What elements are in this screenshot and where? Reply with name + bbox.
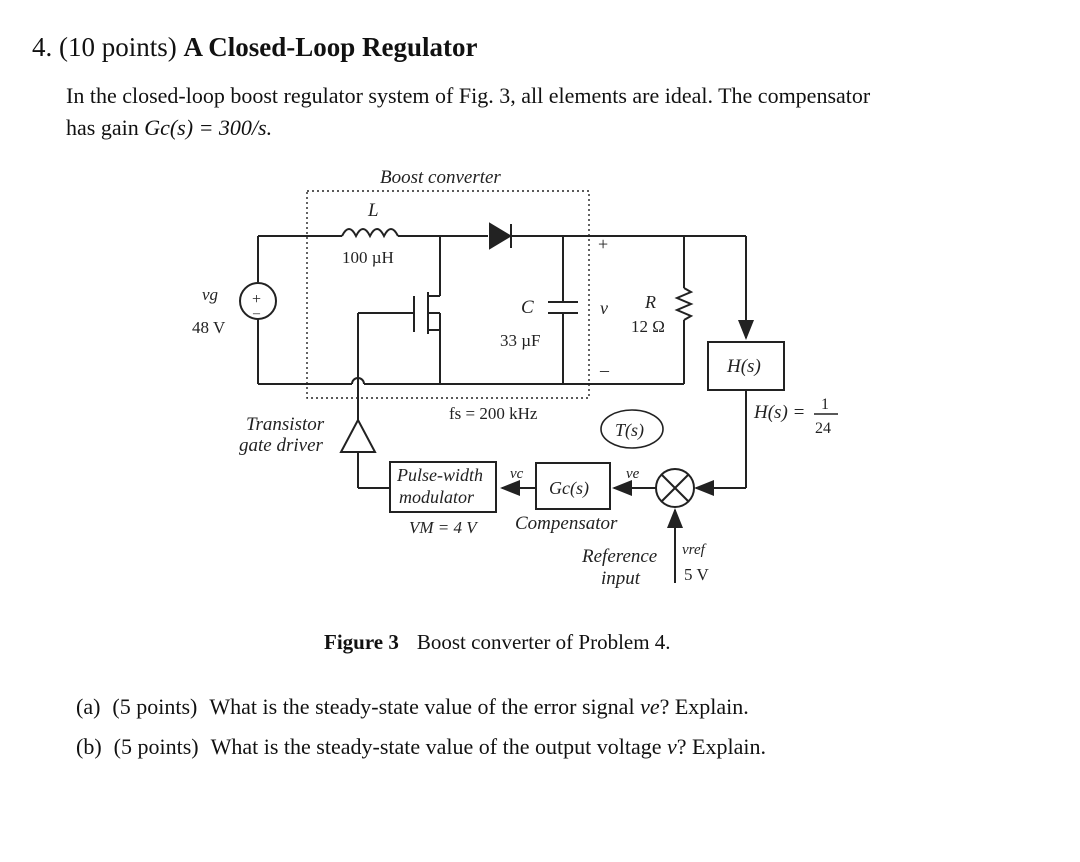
control-signal-label: vc: [510, 466, 524, 482]
problem-points: (10 points): [59, 32, 177, 62]
compensator-label: Compensator: [515, 513, 618, 534]
figure-caption: Figure 3 Boost converter of Problem 4.: [324, 630, 671, 655]
intro-line-2: has gain Gc(s) = 300/s.: [66, 112, 1026, 144]
output-minus: –: [599, 360, 610, 380]
pwm-amplitude-label: VM = 4 V: [409, 518, 479, 537]
resistor-symbol: R: [644, 292, 656, 312]
output-plus: +: [598, 234, 608, 254]
gate-driver-label-1: Transistor: [246, 414, 325, 435]
output-voltage-symbol: v: [600, 298, 608, 318]
intro-line-2-pre: has gain: [66, 115, 145, 140]
question-text-end: ? Explain.: [676, 734, 766, 759]
question-text: What is the steady-state value of the ou…: [210, 734, 667, 759]
gc-block-label: Gc(s): [549, 478, 589, 499]
figure-caption-text: Boost converter of Problem 4.: [416, 630, 671, 654]
reference-label-2: input: [601, 568, 641, 589]
figure-caption-label: Figure 3: [324, 630, 399, 654]
h-equation-denominator: 24: [815, 420, 831, 437]
inductor-symbol: L: [367, 200, 379, 221]
boost-converter-label: Boost converter: [380, 167, 501, 188]
gc-block: [535, 462, 611, 510]
question-variable: v: [666, 734, 677, 759]
h-block-label: H(s): [726, 356, 761, 377]
source-minus: –: [252, 306, 261, 321]
question-b: (b) (5 points) What is the steady-state va…: [76, 734, 766, 760]
error-signal-label: ve: [626, 466, 640, 482]
inductor-value: 100 µH: [342, 248, 394, 267]
capacitor-value: 33 µF: [500, 331, 541, 350]
capacitor-symbol: C: [521, 297, 534, 318]
reference-label-1: Reference: [581, 546, 657, 567]
problem-heading: 4. (10 points) A Closed-Loop Regulator: [32, 32, 478, 63]
compensator-gain-formula: Gc(s) = 300/s.: [144, 115, 273, 140]
problem-title: A Closed-Loop Regulator: [183, 32, 478, 62]
reference-symbol: vref: [682, 542, 707, 558]
pwm-label-2: modulator: [399, 487, 475, 507]
loop-gain-ellipse: [600, 409, 664, 449]
h-equation-lhs: H(s) =: [753, 402, 805, 423]
question-points: (5 points): [112, 694, 198, 719]
boost-converter-boundary: [306, 190, 590, 399]
intro-line-1: In the closed-loop boost regulator syste…: [66, 83, 871, 108]
gate-driver-label-2: gate driver: [239, 435, 324, 456]
reference-value: 5 V: [684, 565, 709, 584]
question-text: What is the steady-state value of the er…: [209, 694, 641, 719]
loop-gain-label: T(s): [615, 420, 644, 441]
question-part: (b): [76, 734, 102, 759]
resistor-zigzag: [674, 287, 694, 321]
switching-frequency-label: fs = 200 kHz: [449, 404, 538, 423]
h-equation-numerator: 1: [821, 396, 829, 413]
resistor-value: 12 Ω: [631, 317, 665, 336]
diode-symbol: [489, 222, 512, 250]
question-a: (a) (5 points) What is the steady-state va…: [76, 694, 749, 720]
inductor-coil: [341, 228, 399, 239]
source-value: 48 V: [192, 318, 226, 337]
question-points: (5 points): [113, 734, 199, 759]
question-variable: ve: [640, 694, 660, 719]
question-text-end: ? Explain.: [659, 694, 749, 719]
source-plus: +: [252, 291, 261, 308]
problem-intro: In the closed-loop boost regulator syste…: [66, 80, 1026, 144]
source-symbol: vg: [202, 285, 218, 304]
question-part: (a): [76, 694, 101, 719]
pwm-label-1: Pulse-width: [396, 465, 483, 485]
gate-driver-triangle: [339, 417, 377, 453]
problem-number: 4.: [32, 32, 53, 62]
